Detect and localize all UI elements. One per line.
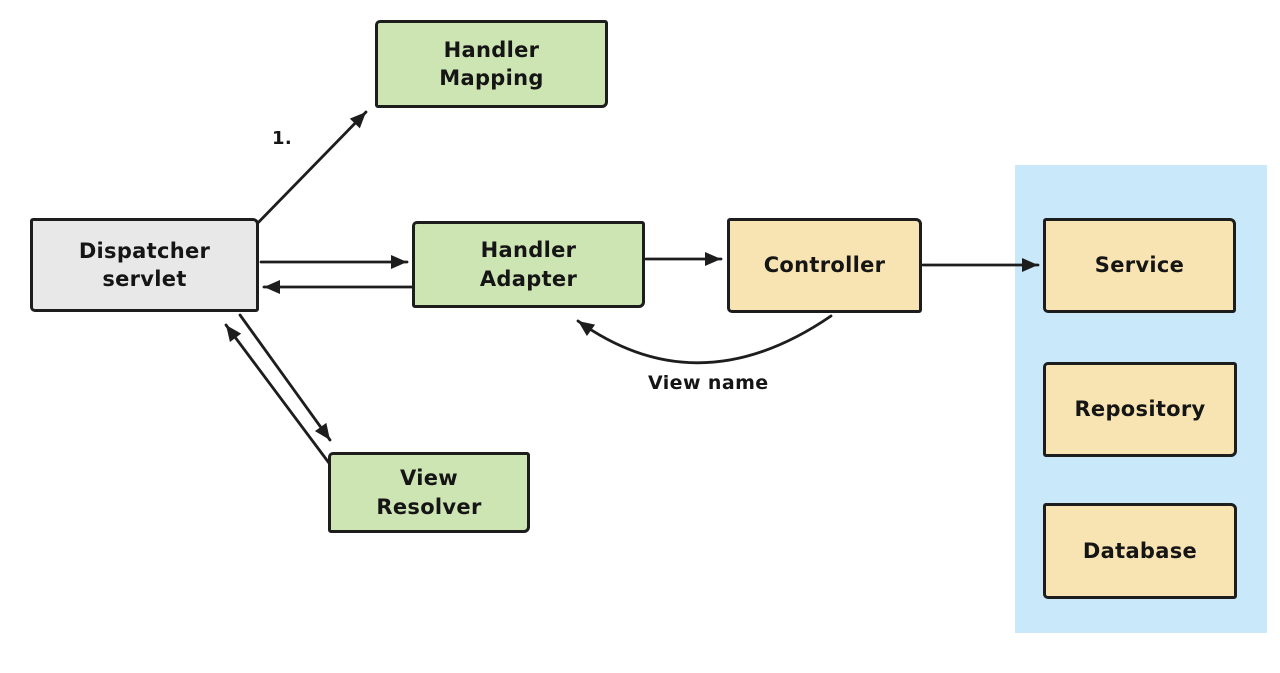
- edge-label-view-name: View name: [648, 372, 769, 394]
- node-controller: Controller: [727, 218, 922, 313]
- node-service: Service: [1043, 218, 1236, 313]
- edge-dispatcher-to-view-resolver: [238, 313, 332, 442]
- edge-view-resolver-to-dispatcher: [224, 323, 331, 465]
- node-database: Database: [1043, 503, 1237, 599]
- edge-label-step-1: 1.: [272, 128, 293, 149]
- node-dispatcher-servlet: Dispatcher servlet: [30, 218, 259, 312]
- node-view-resolver: View Resolver: [328, 452, 530, 533]
- node-handler-adapter: Handler Adapter: [412, 221, 645, 308]
- node-handler-mapping: Handler Mapping: [375, 20, 608, 108]
- edge-dispatcher-to-handler-mapping: [249, 110, 368, 232]
- node-repository: Repository: [1043, 362, 1237, 457]
- edge-controller-to-handler-adapter-view-name: [576, 314, 833, 365]
